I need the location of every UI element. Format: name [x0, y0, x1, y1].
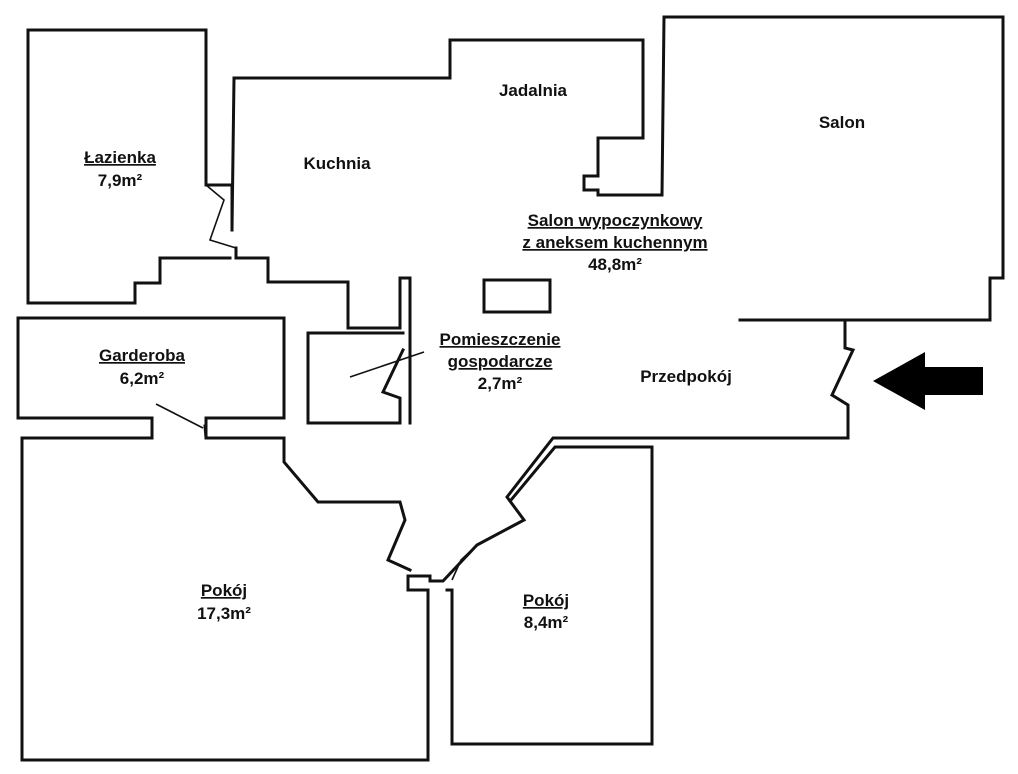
wall-kuchnia-lower — [234, 246, 412, 425]
room-name-lazienka: Łazienka — [84, 148, 156, 167]
door-lazienka — [205, 184, 237, 249]
wall-salon — [660, 15, 1005, 322]
wall-pokoj-large — [20, 436, 430, 762]
wall-lazienka — [26, 28, 234, 305]
wall-entrance — [406, 318, 856, 592]
wall-pokoj-small — [450, 445, 654, 746]
walls — [16, 15, 1005, 762]
door-pokoj-small — [451, 544, 478, 581]
room-area-lazienka: 7,9m² — [98, 171, 143, 190]
door-garderoba — [155, 403, 204, 429]
room-name-garderoba: Garderoba — [99, 346, 186, 365]
room-name-salon-wypoczynkowy-1: Salon wypoczynkowy — [528, 211, 703, 230]
room-area-pokoj-small: 8,4m² — [524, 613, 569, 632]
room-area-garderoba: 6,2m² — [120, 369, 165, 388]
room-name-pokoj-small: Pokój — [523, 591, 569, 610]
room-name-przedpokoj: Przedpokój — [640, 367, 732, 386]
room-name-pokoj-large: Pokój — [201, 581, 247, 600]
room-name-salon-wypoczynkowy-2: z aneksem kuchennym — [522, 233, 707, 252]
arrow-left-icon — [873, 352, 983, 410]
wall-garderoba-2 — [16, 316, 154, 440]
pomieszczenie-pointer — [349, 351, 425, 378]
room-area-pomieszczenie: 2,7m² — [478, 374, 523, 393]
wall-kuchnia-jadalnia — [230, 38, 664, 232]
room-name-pomieszczenie-2: gospodarcze — [448, 352, 553, 371]
room-area-salon-wypoczynkowy: 48,8m² — [588, 255, 642, 274]
wall-garderoba — [16, 316, 286, 439]
kitchen-island — [482, 278, 552, 314]
wall-pomieszczenie — [306, 331, 405, 425]
room-name-kuchnia: Kuchnia — [303, 154, 371, 173]
room-name-jadalnia: Jadalnia — [499, 81, 568, 100]
room-area-pokoj-large: 17,3m² — [197, 604, 251, 623]
room-name-pomieszczenie-1: Pomieszczenie — [440, 330, 561, 349]
wall-pokoj-large-top — [204, 436, 412, 572]
room-name-salon: Salon — [819, 113, 865, 132]
